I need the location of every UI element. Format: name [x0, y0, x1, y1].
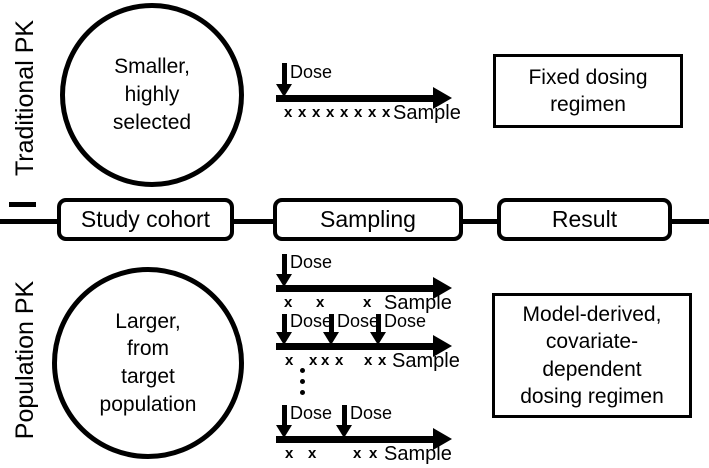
- sample-mark: x: [316, 294, 325, 311]
- traditional-result-line-2: regimen: [550, 93, 626, 116]
- dose-arrow-head-icon: [276, 84, 292, 97]
- timeline-arrow-head-icon: [433, 428, 452, 450]
- sample-mark: x: [363, 294, 372, 311]
- population-cohort-line-2: from: [127, 337, 169, 361]
- sample-mark: x: [285, 352, 294, 369]
- dose-arrow-shaft: [282, 63, 287, 86]
- sample-mark: x: [284, 104, 293, 121]
- vertical-ellipsis-icon: [300, 368, 305, 395]
- dose-arrow-2: Dose: [323, 312, 379, 346]
- dose-arrow-1: Dose: [276, 63, 356, 97]
- dose-label-1: Dose: [290, 62, 333, 82]
- dose-arrow-shaft: [329, 314, 334, 334]
- population-cohort-line-4: population: [99, 392, 197, 416]
- dose-arrow-head-icon: [276, 425, 292, 438]
- population-cohort-line-3: target: [121, 365, 175, 388]
- process-box-label: Sampling: [320, 206, 416, 232]
- dose-arrow-head-icon: [276, 332, 292, 345]
- sample-mark: x: [382, 104, 391, 121]
- dose-arrow-head-icon: [336, 425, 352, 438]
- process-connector-left-edge: [0, 219, 60, 224]
- dose-arrow-head-icon: [370, 332, 386, 345]
- sample-mark: x: [285, 445, 294, 462]
- population-result-line-2: covariate-: [545, 330, 639, 354]
- traditional-result-box: Fixed dosing regimen: [493, 54, 683, 128]
- timeline-arrow-head-icon: [433, 335, 452, 357]
- population-sampling-timeline-3: Dose Dose x x x x Sample: [276, 400, 456, 465]
- dose-arrow-shaft: [376, 314, 381, 334]
- process-box-label: Study cohort: [80, 206, 211, 232]
- sample-mark: x: [354, 104, 363, 121]
- sample-axis-label: Sample: [393, 102, 461, 124]
- sample-mark: x: [353, 445, 362, 462]
- population-result-box: Model-derived, covariate- dependent dosi…: [492, 293, 692, 418]
- sample-mark: x: [364, 352, 373, 369]
- timeline-arrow-head-icon: [433, 87, 452, 109]
- sample-mark: x: [335, 352, 344, 369]
- dose-arrow-head-icon: [276, 274, 292, 287]
- process-box-result[interactable]: Result: [497, 198, 672, 241]
- population-cohort-line-1: Larger,: [115, 309, 181, 333]
- timeline-axis: [276, 436, 436, 443]
- dose-arrow-shaft: [282, 405, 287, 427]
- sample-mark: x: [340, 104, 349, 121]
- dose-label-1: Dose: [290, 403, 333, 423]
- sample-mark: x: [308, 445, 317, 462]
- sample-mark: x: [378, 352, 387, 369]
- dose-label-2: Dose: [337, 311, 380, 331]
- dose-arrow-shaft: [342, 405, 347, 427]
- sample-mark: x: [368, 104, 377, 121]
- dose-label-1: Dose: [290, 311, 333, 331]
- population-sampling-timeline-2: Dose Dose Dose x x x x x x Sample: [276, 312, 460, 372]
- timeline-axis: [276, 95, 436, 102]
- timeline-axis: [276, 285, 436, 292]
- dose-arrow-shaft: [282, 314, 287, 334]
- sample-axis-label: Sample: [392, 350, 460, 372]
- dose-arrow-head-icon: [323, 332, 339, 345]
- dose-arrow-1: Dose: [276, 252, 356, 288]
- process-box-sampling[interactable]: Sampling: [273, 198, 463, 241]
- traditional-cohort-line-3: selected: [112, 110, 192, 134]
- sample-mark: x: [298, 104, 307, 121]
- process-connector-1: [231, 219, 276, 224]
- dose-arrow-shaft: [282, 254, 287, 276]
- traditional-sampling-timeline: Dose x x x x x x x x Sample: [276, 55, 461, 125]
- sample-mark: x: [284, 294, 293, 311]
- dose-arrow-1: Dose: [276, 403, 336, 439]
- dose-label-1: Dose: [290, 252, 333, 272]
- traditional-cohort-circle: Smaller, highly selected: [60, 3, 244, 187]
- sample-mark: x: [326, 104, 335, 121]
- population-result-line-4: dosing regimen: [520, 384, 664, 408]
- row-label-divider: [9, 202, 36, 207]
- timeline-axis: [276, 343, 436, 350]
- dose-label-3: Dose: [384, 311, 427, 331]
- timeline-arrow-head-icon: [433, 277, 452, 299]
- process-box-study-cohort[interactable]: Study cohort: [57, 198, 234, 241]
- traditional-result-line-1: Fixed dosing: [528, 65, 648, 89]
- dose-arrow-3: Dose: [370, 312, 426, 346]
- dose-arrow-1: Dose: [276, 312, 332, 346]
- process-connector-right-edge: [669, 219, 709, 224]
- process-connector-2: [460, 219, 500, 224]
- sample-mark: x: [312, 104, 321, 121]
- traditional-cohort-line-2: highly: [124, 83, 180, 107]
- row-label-population-pk: Population PK: [11, 280, 39, 440]
- population-result-line-1: Model-derived,: [522, 302, 662, 326]
- population-sampling-timeline-1: Dose x x x Sample: [276, 252, 456, 314]
- traditional-cohort-line-1: Smaller,: [114, 55, 190, 79]
- row-label-traditional-pk: Traditional PK: [11, 19, 39, 177]
- dose-label-2: Dose: [350, 403, 393, 423]
- sample-axis-label: Sample: [384, 292, 452, 314]
- sample-mark: x: [321, 352, 330, 369]
- dose-arrow-2: Dose: [336, 403, 396, 439]
- sample-axis-label: Sample: [384, 443, 452, 465]
- sample-mark: x: [369, 445, 378, 462]
- population-cohort-circle: Larger, from target population: [52, 267, 244, 459]
- process-box-label: Result: [551, 206, 618, 232]
- population-result-line-3: dependent: [542, 357, 642, 381]
- sample-mark: x: [309, 352, 318, 369]
